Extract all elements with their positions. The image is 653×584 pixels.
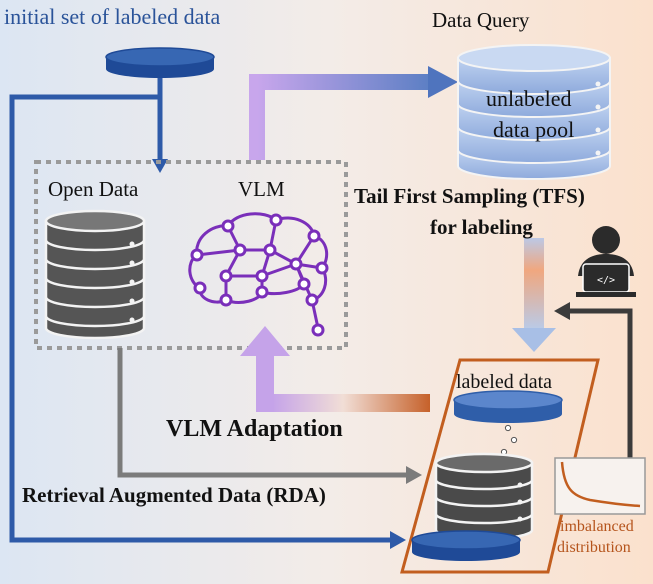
open-data-label: Open Data: [48, 177, 139, 201]
pool-label-line1: unlabeled: [486, 86, 572, 111]
imbalanced-label-line1: imbalanced: [560, 518, 634, 535]
rda-database-icon: [434, 452, 534, 541]
labeled-data-frame: [400, 358, 600, 574]
tfs-label-line2: for labeling: [430, 215, 533, 239]
vlm-label: VLM: [238, 177, 285, 201]
initial-set-label: initial set of labeled data: [4, 4, 221, 29]
imbalanced-label-line2: distribution: [557, 539, 631, 556]
person-laptop-icon: </>: [576, 226, 636, 297]
long-tail-curve: [560, 461, 641, 508]
open-data-vlm-box: [34, 160, 348, 350]
open-data-database-icon: [44, 209, 146, 340]
tfs-label-line1: Tail First Sampling (TFS): [354, 184, 585, 208]
pool-label-line2: data pool: [493, 117, 575, 142]
data-query-label: Data Query: [432, 8, 530, 32]
labeled-data-label: labeled data: [456, 371, 553, 393]
initial-set-copy-database-icon: [411, 530, 521, 561]
code-icon: </>: [597, 275, 615, 286]
unlabeled-pool-database-icon: [457, 44, 611, 180]
vlm-adaptation-label: VLM Adaptation: [166, 416, 343, 442]
imbalanced-distribution-box: [554, 457, 646, 515]
rda-label: Retrieval Augmented Data (RDA): [22, 483, 326, 507]
initial-set-database-icon: [105, 47, 215, 78]
initial-set-flow: [9, 76, 392, 543]
labeled-data-database-icon: [453, 390, 563, 423]
